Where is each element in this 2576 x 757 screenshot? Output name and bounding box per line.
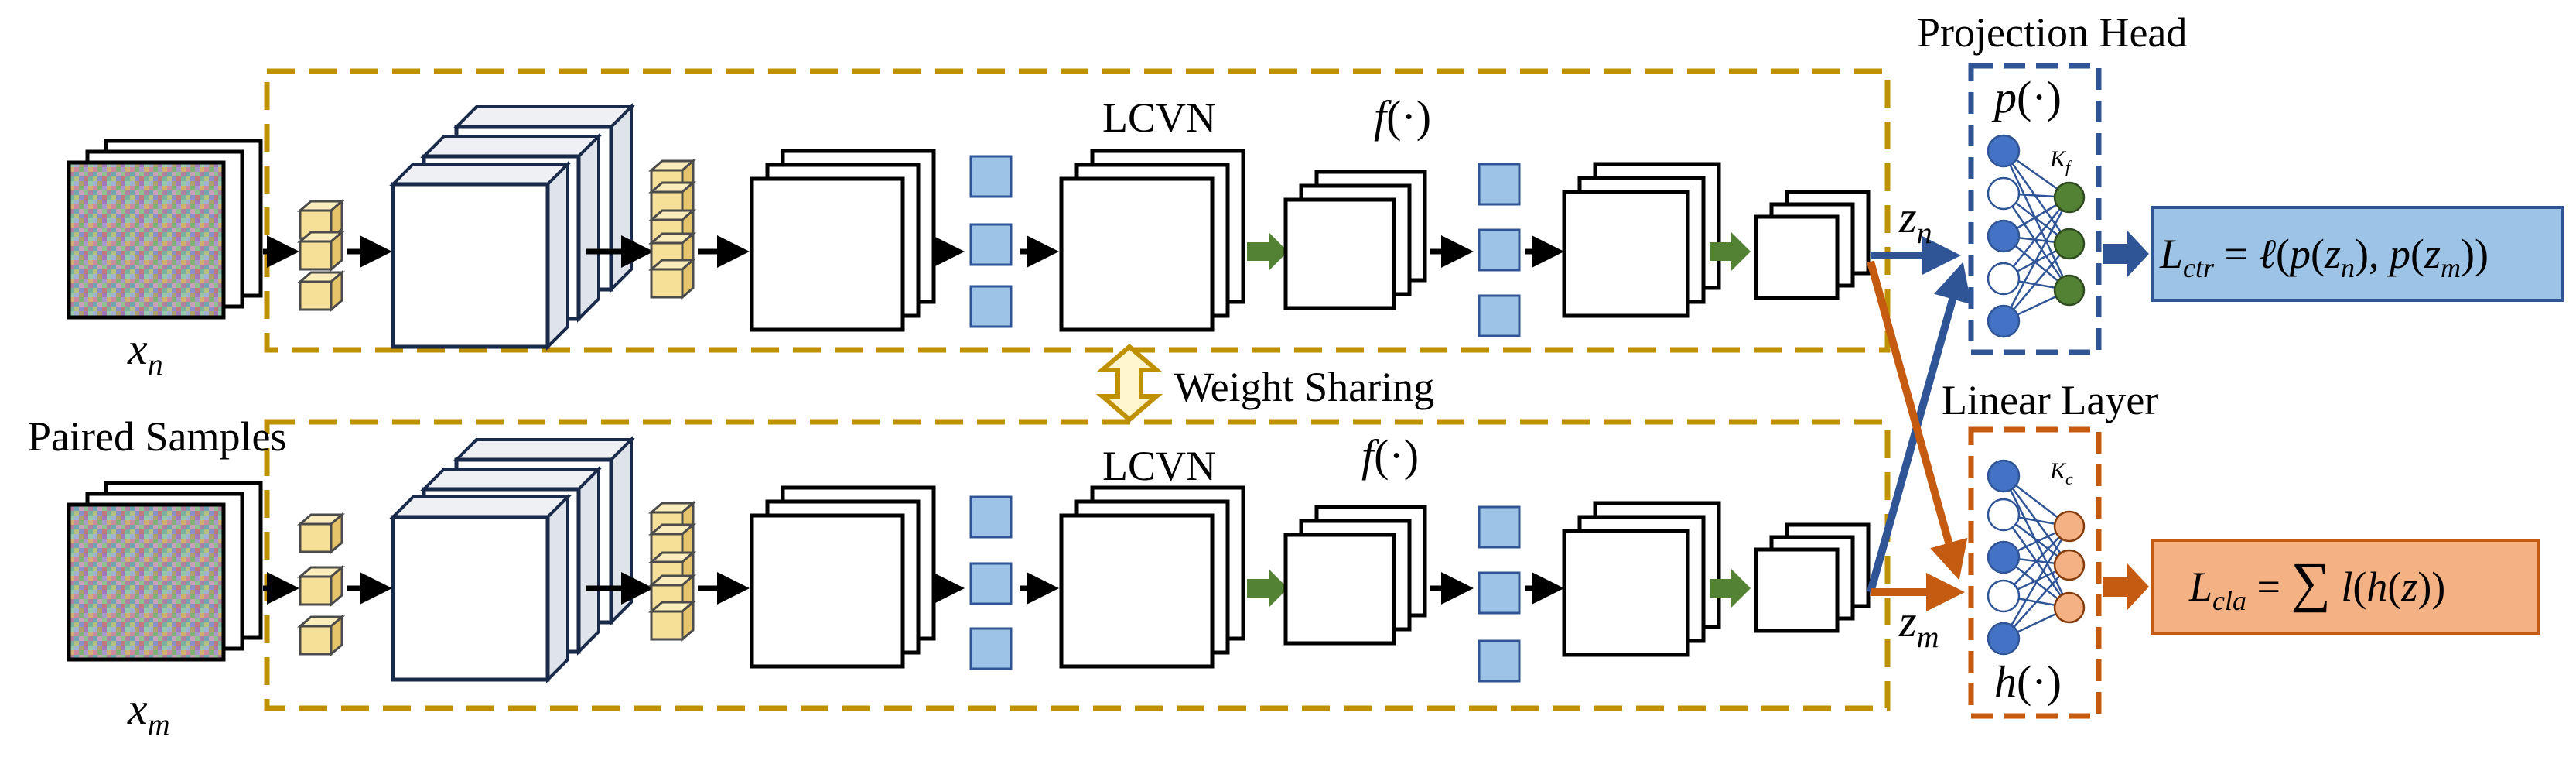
branch-n-region <box>264 68 1891 353</box>
green-arrow-n-1 <box>1247 232 1288 271</box>
k-f-label: Kf <box>2049 146 2072 176</box>
weight-sharing-arrow <box>1095 344 1163 423</box>
linear-network <box>1987 459 2086 656</box>
z-n-label: zn <box>1898 192 1932 250</box>
p-op-label: p(·) <box>1991 72 2062 122</box>
green-arrow-m-1 <box>1247 569 1288 608</box>
feature-volume-n-1 <box>389 103 635 351</box>
x-n-label: xn <box>127 324 163 382</box>
embedding-m <box>1754 522 1871 633</box>
branch-m-region <box>264 419 1891 711</box>
projection-head-box <box>1968 63 2102 355</box>
feature-maps-n-1 <box>750 149 936 332</box>
linear-layer-box <box>1968 426 2102 719</box>
green-arrow-n-2 <box>1710 232 1751 271</box>
f-op-label-n: f(·) <box>1374 91 1431 142</box>
green-arrow-m-2 <box>1710 569 1751 608</box>
lcvn-block-n <box>1059 149 1245 332</box>
pool-units-n-2 <box>1478 163 1521 337</box>
branch-n: LCVN f(·) xn <box>67 91 1871 382</box>
feature-maps-n-3 <box>1562 162 1721 318</box>
projection-output-arrow <box>2103 231 2149 277</box>
linear-output-arrow <box>2103 563 2149 610</box>
f-op-label-m: f(·) <box>1361 430 1419 481</box>
contrastive-loss-formula: Lctr = ℓ(p(zn), p(zm)) <box>2159 231 2489 283</box>
embedding-n <box>1754 190 1871 300</box>
h-op-label: h(·) <box>1994 656 2062 707</box>
feature-maps-m-1 <box>750 485 936 669</box>
weight-sharing-label: Weight Sharing <box>1174 364 1434 410</box>
classification-loss-formula: Lcla = ∑ l(h(z)) <box>2188 551 2445 616</box>
paired-samples-label: Paired Samples <box>28 413 286 460</box>
x-m-label: xm <box>127 683 170 742</box>
projection-head-title: Projection Head <box>1917 9 2187 56</box>
conv-kernels-m-1 <box>296 512 346 657</box>
feature-maps-n-2 <box>1283 170 1427 310</box>
pool-units-n-1 <box>969 155 1013 328</box>
classification-loss-box <box>2151 539 2540 635</box>
lcvn-label-n: LCVN <box>1102 94 1216 141</box>
conv-kernels-n-2 <box>647 158 697 300</box>
pool-units-m-1 <box>969 495 1013 670</box>
input-image-stack-n <box>67 139 263 320</box>
lcvn-block-m <box>1059 485 1245 669</box>
lcvn-label-m: LCVN <box>1102 443 1216 489</box>
conv-kernels-n-1 <box>296 198 346 313</box>
conv-kernels-m-2 <box>647 500 697 642</box>
input-image-stack-m <box>67 481 263 662</box>
feature-volume-m-1 <box>389 436 635 683</box>
branch-m: LCVN f(·) xm <box>67 430 1871 742</box>
k-c-label: Kc <box>2049 458 2073 488</box>
feature-maps-m-3 <box>1562 501 1721 657</box>
linear-layer-title: Linear Layer <box>1942 377 2158 423</box>
projection-network <box>1987 134 2086 338</box>
pool-units-m-2 <box>1478 505 1521 683</box>
z-m-label: zm <box>1898 596 1939 654</box>
feature-maps-m-2 <box>1283 505 1427 646</box>
zn-to-linear <box>1867 260 1968 581</box>
contrastive-loss-box <box>2151 206 2564 302</box>
